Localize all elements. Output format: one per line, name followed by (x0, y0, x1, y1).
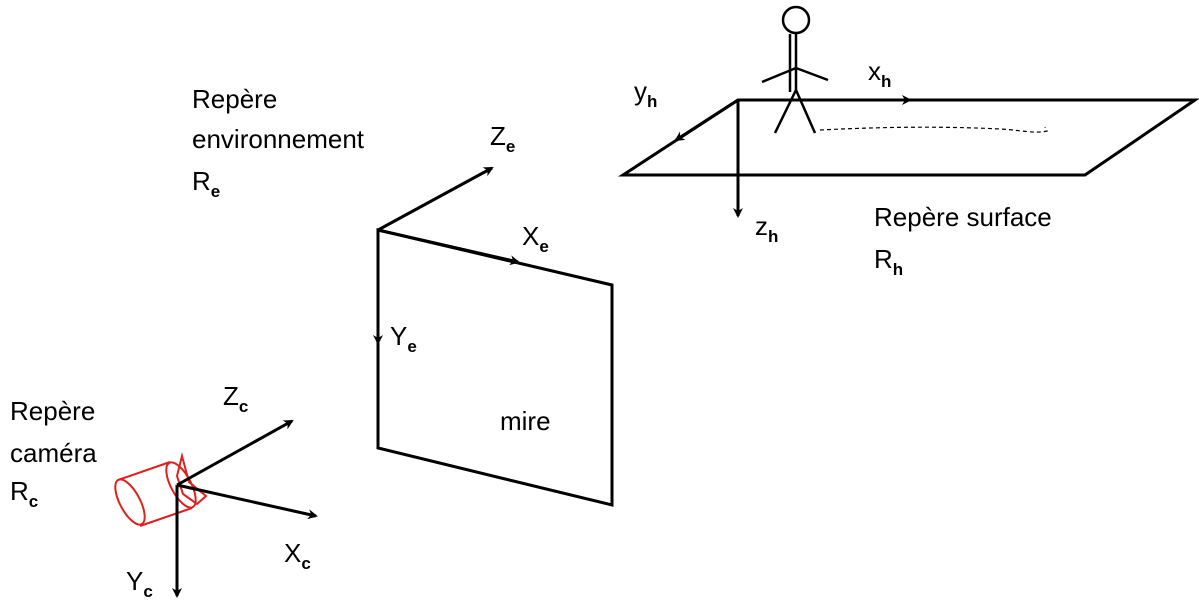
camera-y-label: Yc (126, 566, 153, 601)
environment-x-axis (377, 228, 520, 266)
environment-frame-title-line2: environnement (192, 124, 365, 154)
environment-x-label: Xe (522, 221, 549, 256)
camera-icon (114, 452, 208, 527)
environment-z-label: Ze (490, 121, 515, 156)
environment-z-axis (377, 166, 494, 232)
target-board (376, 228, 614, 507)
person-icon (761, 5, 829, 134)
camera-z-label: Zc (223, 381, 248, 416)
environment-frame-title-line1: Repère (192, 84, 277, 114)
ground-plane (617, 98, 1199, 177)
walking-path (819, 126, 1048, 133)
surface-y-label: yh (634, 76, 657, 111)
surface-x-label: xh (868, 56, 891, 91)
environment-y-label: Ye (390, 321, 417, 356)
camera-frame-title-line2: caméra (10, 438, 97, 468)
environment-frame: Ze Xe Ye Repère environnement Re mire (192, 84, 614, 507)
target-label: mire (500, 406, 551, 436)
surface-z-label: zh (755, 211, 778, 246)
surface-frame: xh yh zh Repère surface Rh (617, 5, 1199, 279)
camera-frame-symbol: Rc (10, 476, 38, 511)
surface-frame-symbol: Rh (874, 244, 903, 279)
environment-frame-symbol: Re (192, 166, 220, 201)
surface-frame-title: Repère surface (874, 202, 1052, 232)
camera-frame-title-line1: Repère (10, 396, 95, 426)
surface-y-axis (674, 98, 739, 142)
camera-z-axis (176, 419, 294, 487)
camera-x-label: Xc (284, 538, 311, 573)
camera-x-axis (176, 483, 318, 520)
camera-frame: Zc Xc Yc Repère caméra Rc (10, 381, 318, 601)
